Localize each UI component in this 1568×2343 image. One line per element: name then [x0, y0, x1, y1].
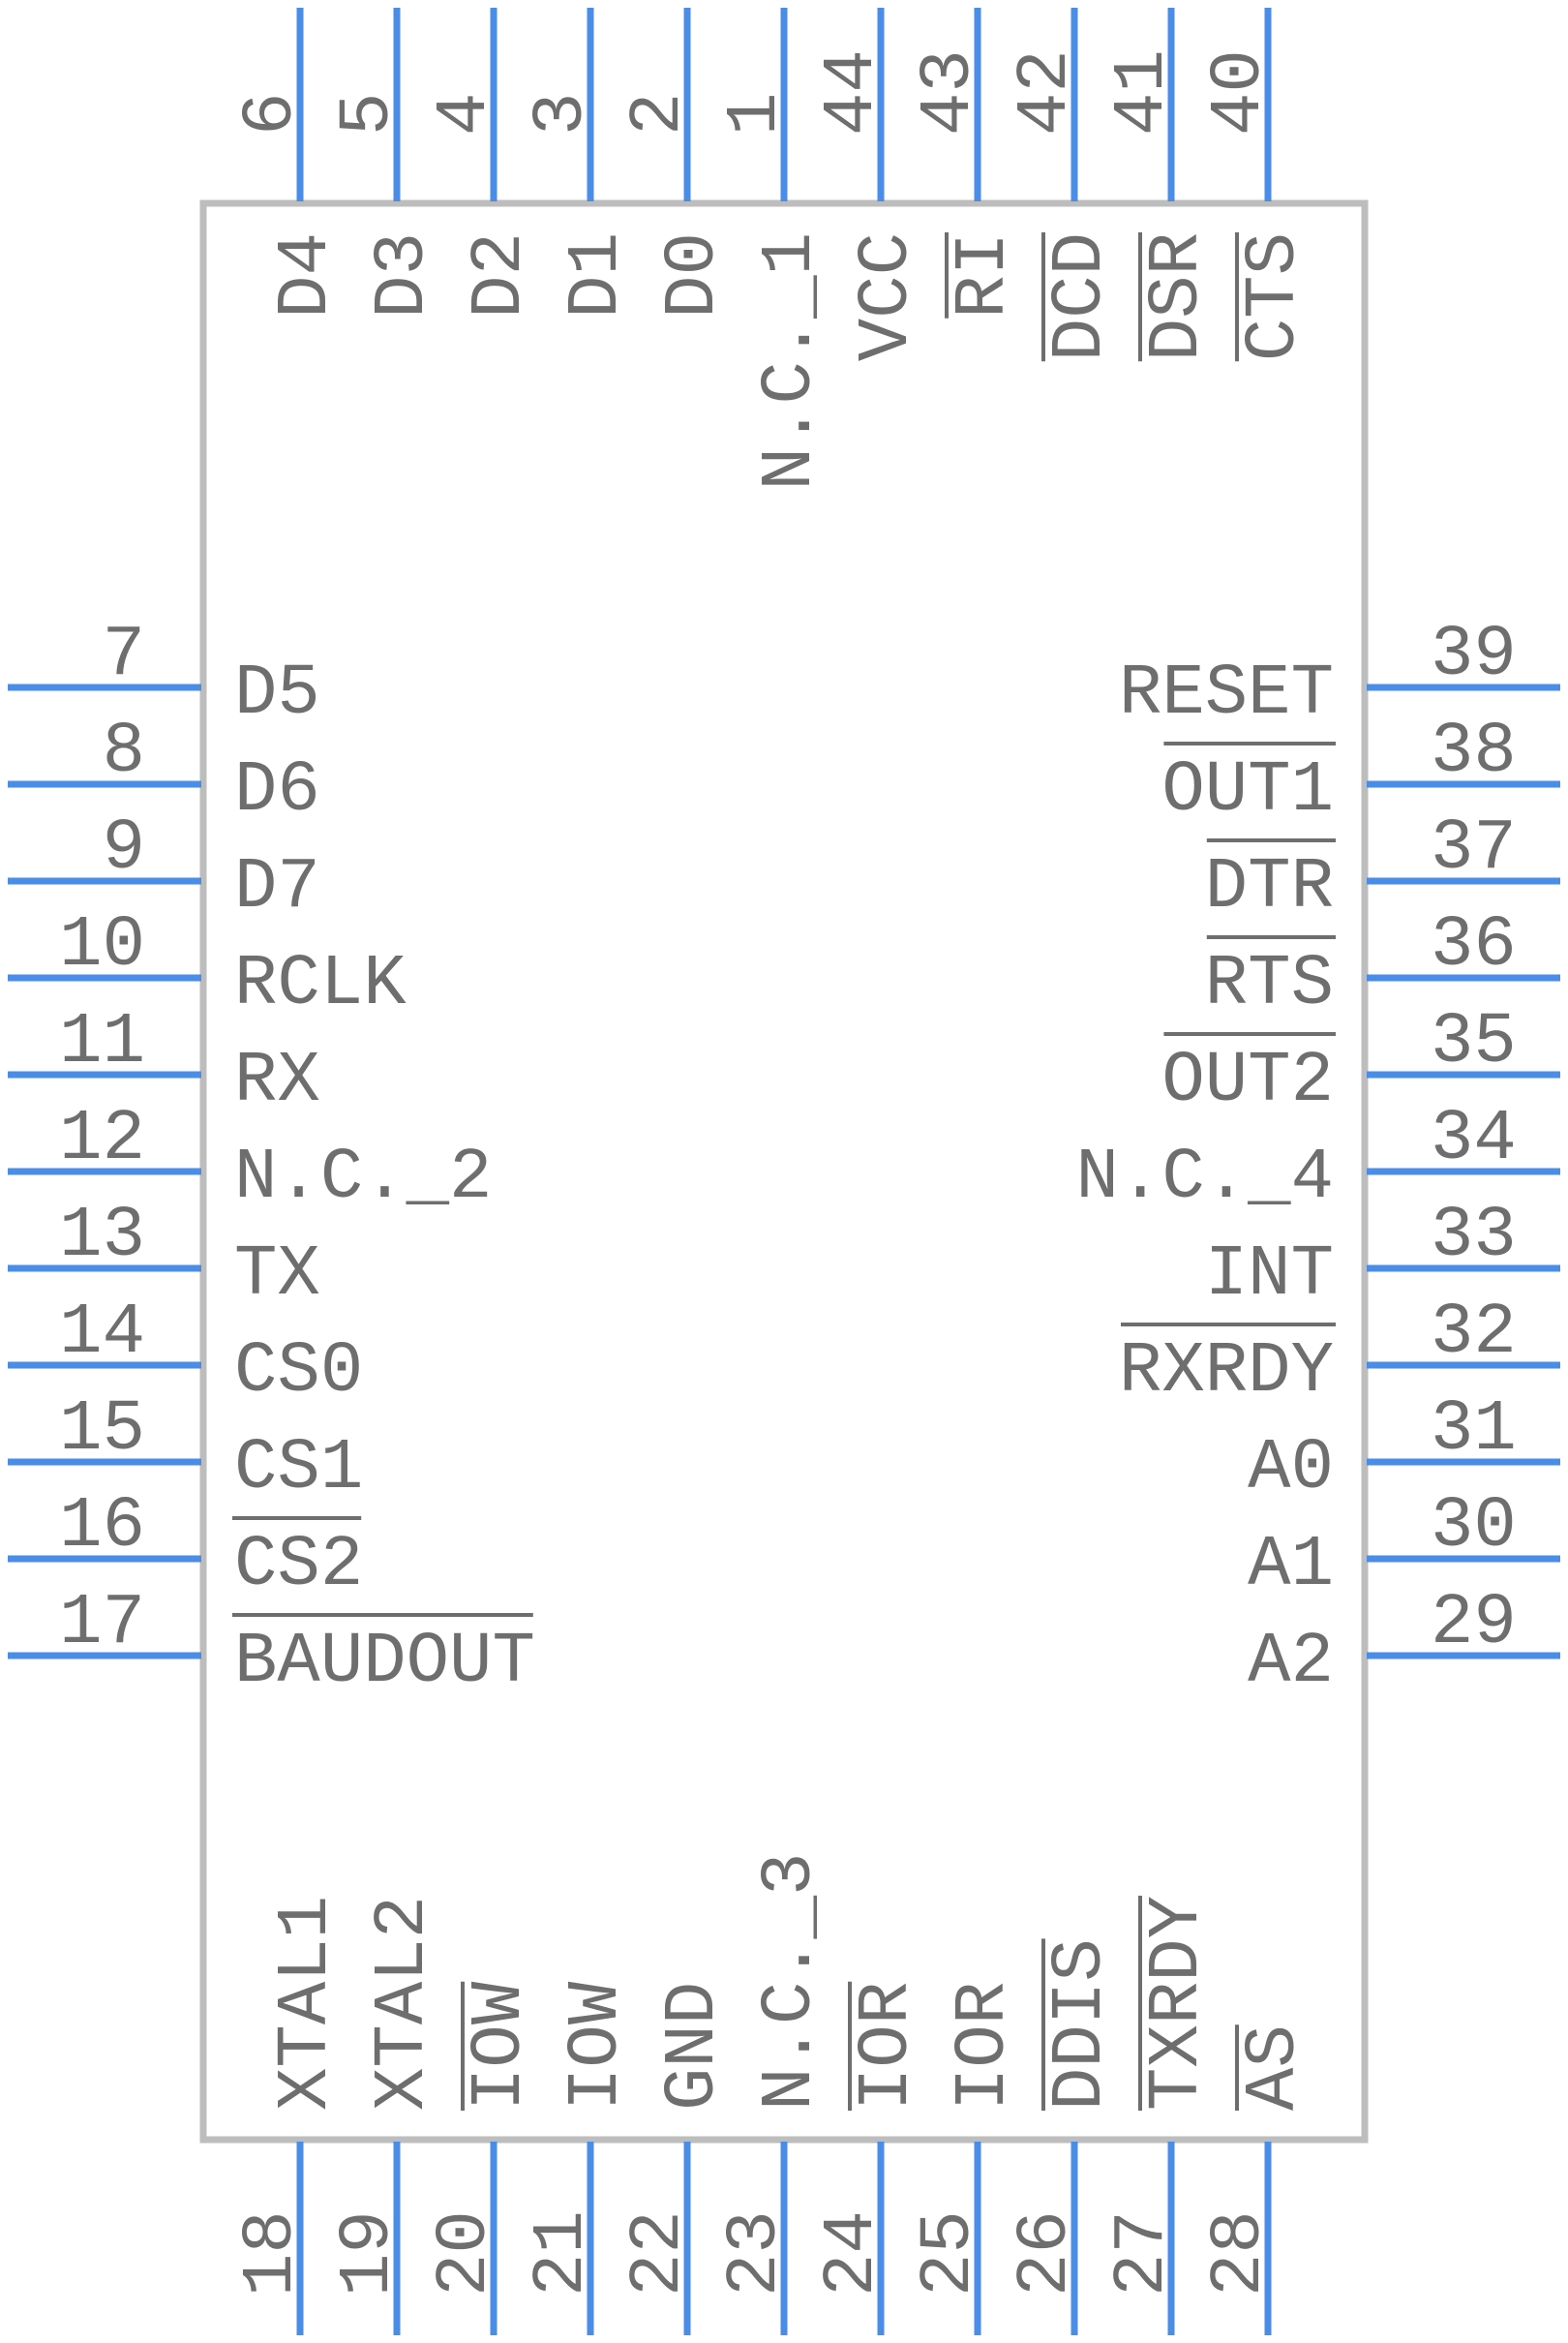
- pin-label-n-c-4: N.C._4: [1076, 1138, 1334, 1219]
- pin-label-dcd: DCD: [1040, 232, 1122, 361]
- pin-label-d2: D2: [460, 232, 541, 319]
- pin-label-cts: CTS: [1234, 232, 1315, 361]
- pin-number-6: 6: [231, 93, 313, 136]
- pin-number-18: 18: [231, 2210, 313, 2297]
- pin-number-27: 27: [1102, 2210, 1184, 2297]
- pin-label-rxrdy: RXRDY: [1119, 1331, 1334, 1413]
- pin-number-9: 9: [103, 808, 145, 890]
- pin-number-15: 15: [59, 1389, 145, 1471]
- pin-number-10: 10: [59, 905, 145, 987]
- pin-number-37: 37: [1431, 808, 1517, 890]
- pin-number-29: 29: [1431, 1583, 1517, 1664]
- pin-number-28: 28: [1199, 2210, 1281, 2297]
- pin-label-cs0: CS0: [234, 1331, 363, 1413]
- pin-label-d3: D3: [363, 232, 444, 319]
- pin-label-ddis: DDIS: [1040, 1938, 1122, 2111]
- pin-number-17: 17: [59, 1583, 145, 1664]
- pin-number-12: 12: [59, 1099, 145, 1180]
- pin-number-24: 24: [812, 2210, 893, 2297]
- pin-number-4: 4: [425, 93, 506, 136]
- pin-number-30: 30: [1431, 1486, 1517, 1567]
- pin-label-a0: A0: [1248, 1428, 1334, 1509]
- pin-label-out1: OUT1: [1161, 750, 1334, 832]
- pin-number-2: 2: [618, 93, 700, 136]
- pin-number-7: 7: [103, 615, 145, 696]
- pin-number-19: 19: [328, 2210, 409, 2297]
- pin-label-cs2: CS2: [234, 1525, 363, 1606]
- pin-number-26: 26: [1006, 2210, 1087, 2297]
- pin-label-rx: RX: [234, 1041, 320, 1122]
- pin-label-xtal1: XTAL1: [266, 1896, 347, 2111]
- pin-label-xtal2: XTAL2: [363, 1896, 444, 2111]
- pin-label-d6: D6: [234, 750, 320, 832]
- pin-label-d5: D5: [234, 654, 320, 735]
- pin-number-38: 38: [1431, 712, 1517, 793]
- pin-number-14: 14: [59, 1293, 145, 1374]
- pin-number-20: 20: [425, 2210, 506, 2297]
- pin-number-16: 16: [59, 1486, 145, 1567]
- pin-label-n-c-2: N.C._2: [234, 1138, 492, 1219]
- pin-label-out2: OUT2: [1161, 1041, 1334, 1122]
- pin-label-int: INT: [1205, 1234, 1334, 1316]
- pin-number-25: 25: [909, 2210, 990, 2297]
- pin-label-txrdy: TXRDY: [1137, 1896, 1219, 2111]
- pin-number-32: 32: [1431, 1293, 1517, 1374]
- pin-label-ior: IOR: [944, 1982, 1025, 2111]
- pin-label-dsr: DSR: [1137, 232, 1219, 361]
- pin-label-dtr: DTR: [1205, 847, 1334, 928]
- pin-label-d7: D7: [234, 847, 320, 928]
- pin-number-40: 40: [1199, 49, 1281, 136]
- pin-number-31: 31: [1431, 1389, 1517, 1471]
- pins-bottom: 18 XTAL1 19 XTAL2 20 IOW 21 IOW 22 GND 23 N.C._3 24 I…: [231, 1853, 1315, 2335]
- pin-label-d1: D1: [557, 232, 638, 319]
- pin-label-tx: TX: [234, 1234, 320, 1316]
- pin-number-8: 8: [103, 712, 145, 793]
- pin-label-a1: A1: [1248, 1525, 1334, 1606]
- pin-number-35: 35: [1431, 1002, 1517, 1083]
- pin-label-d0: D0: [653, 232, 735, 319]
- pin-label-rts: RTS: [1205, 944, 1334, 1025]
- pin-label-iow: IOW: [460, 1981, 541, 2111]
- pin-number-11: 11: [59, 1002, 145, 1083]
- pin-number-33: 33: [1431, 1196, 1517, 1277]
- pin-label-ior: IOR: [847, 1982, 928, 2111]
- pin-label-baudout: BAUDOUT: [234, 1622, 535, 1703]
- pin-label-n-c-3: N.C._3: [750, 1853, 831, 2111]
- pin-label-cs1: CS1: [234, 1428, 363, 1509]
- pin-number-42: 42: [1006, 49, 1087, 136]
- pin-label-ri: RI: [944, 232, 1025, 319]
- pin-number-34: 34: [1431, 1099, 1517, 1180]
- pin-number-44: 44: [812, 49, 893, 136]
- pin-label-rclk: RCLK: [234, 944, 407, 1025]
- pin-number-13: 13: [59, 1196, 145, 1277]
- pin-label-d4: D4: [266, 232, 347, 319]
- pin-number-22: 22: [618, 2210, 700, 2297]
- pin-number-1: 1: [715, 93, 797, 136]
- pin-label-n-c-1: N.C._1: [750, 232, 831, 490]
- pin-number-36: 36: [1431, 905, 1517, 987]
- pin-number-3: 3: [522, 93, 603, 136]
- pins-right: 39 RESET 38 OUT1 37 DTR 36 RTS 35 OUT2 34 N.C._4 33 I…: [1076, 615, 1560, 1703]
- pin-label-reset: RESET: [1119, 654, 1334, 735]
- ic-body: [199, 199, 1369, 2144]
- pin-label-a2: A2: [1248, 1622, 1334, 1703]
- pin-number-5: 5: [328, 93, 409, 136]
- pin-number-21: 21: [522, 2210, 603, 2297]
- pin-label-as: AS: [1234, 2024, 1315, 2111]
- pin-number-41: 41: [1102, 49, 1184, 136]
- pin-label-vcc: VCC: [847, 232, 928, 361]
- pin-label-gnd: GND: [653, 1982, 735, 2111]
- pin-number-39: 39: [1431, 615, 1517, 696]
- pin-label-iow: IOW: [557, 1981, 638, 2111]
- pin-number-43: 43: [909, 49, 990, 136]
- pin-number-23: 23: [715, 2210, 797, 2297]
